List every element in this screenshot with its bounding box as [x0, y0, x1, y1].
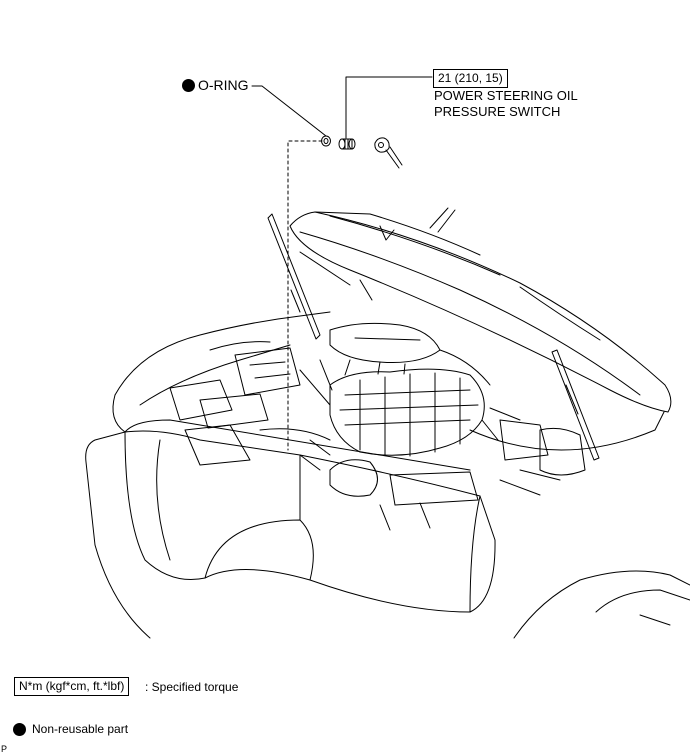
o-ring-label: O-RING	[198, 77, 249, 93]
hood	[289, 207, 672, 413]
grille-assembly	[124, 430, 496, 613]
part-name-line2: PRESSURE SWITCH	[434, 104, 561, 119]
torque-legend-desc: : Specified torque	[145, 680, 239, 694]
non-reusable-legend-icon	[13, 723, 26, 736]
vehicle-body	[85, 311, 690, 639]
o-ring-icon	[321, 135, 331, 147]
non-reusable-legend-desc: Non-reusable part	[32, 722, 129, 736]
hood-struts	[267, 213, 600, 461]
corner-mark: P	[1, 744, 8, 754]
torque-value-box: 21 (210, 15)	[433, 69, 508, 88]
connector-icon	[374, 137, 403, 169]
torque-unit-legend-box: N*m (kgf*cm, ft.*lbf)	[14, 677, 130, 696]
non-reusable-dot-icon	[182, 79, 195, 92]
engine	[299, 322, 491, 457]
engine-bay-components	[169, 341, 586, 531]
part-name-line1: POWER STEERING OIL	[434, 88, 578, 103]
leader-lines	[251, 76, 433, 451]
pressure-switch-icon	[338, 138, 356, 150]
